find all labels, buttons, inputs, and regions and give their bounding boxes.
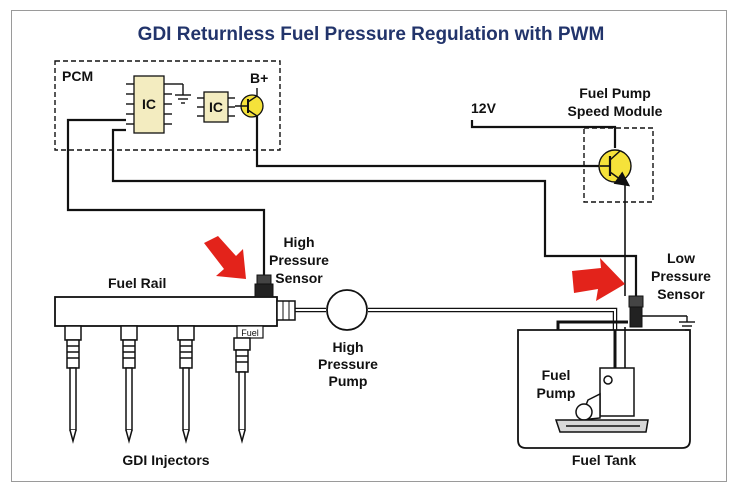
hp-pump-label-3: Pump [329,373,368,389]
module-transistor-icon [598,149,632,187]
fuel-rail: Fuel [54,296,296,339]
fuel-pump-label-2: Pump [537,385,576,401]
ground-icon [172,83,191,104]
pcm-box [54,60,281,151]
ic-1-label: IC [142,96,156,112]
gdi-injectors [64,325,251,444]
low-pressure-sensor [628,295,644,328]
fuel-pump-speed-module-box [583,127,654,203]
fuel-pump-speed-module-label-1: Fuel Pump [579,85,651,101]
injector-1 [64,325,82,444]
fuel-rail-stamp: Fuel [241,328,259,338]
hp-sensor-label-1: High [283,234,314,250]
diagram-title: GDI Returnless Fuel Pressure Regulation … [138,24,605,45]
hp-pump-label-2: Pressure [318,356,378,372]
tank-ground-icon [642,315,695,331]
low-pressure-sensor-arrow-icon [572,258,625,301]
hp-sensor-label-2: Pressure [269,252,329,268]
high-pressure-sensor [254,274,274,298]
fuel-rail-label: Fuel Rail [108,275,166,291]
high-pressure-pump [326,289,368,331]
ic-chip-1: IC [126,75,172,134]
fuel-pump-label-1: Fuel [542,367,571,383]
fuel-line [295,307,628,330]
lp-sensor-label-3: Sensor [657,286,705,302]
lp-sensor-label-2: Pressure [651,268,711,284]
pcm-label: PCM [62,68,93,84]
wiring [66,116,638,296]
injector-3 [177,325,195,444]
pcm-transistor-icon [235,88,264,118]
high-pressure-sensor-arrow-icon [204,236,246,279]
ic-chip-2: IC [197,91,235,123]
in-tank-fuel-pump [554,327,649,433]
hp-sensor-label-3: Sensor [275,270,323,286]
hp-pump-label-1: High [332,339,363,355]
v12-label: 12V [471,100,497,116]
ic-2-label: IC [209,99,223,115]
fuel-tank-label: Fuel Tank [572,452,637,468]
lp-sensor-label-1: Low [667,250,695,266]
injector-2 [120,325,138,444]
injector-4 [233,337,251,444]
fuel-pump-speed-module-label-2: Speed Module [568,103,663,119]
gdi-injectors-label: GDI Injectors [122,452,209,468]
b-plus-label: B+ [250,70,268,86]
